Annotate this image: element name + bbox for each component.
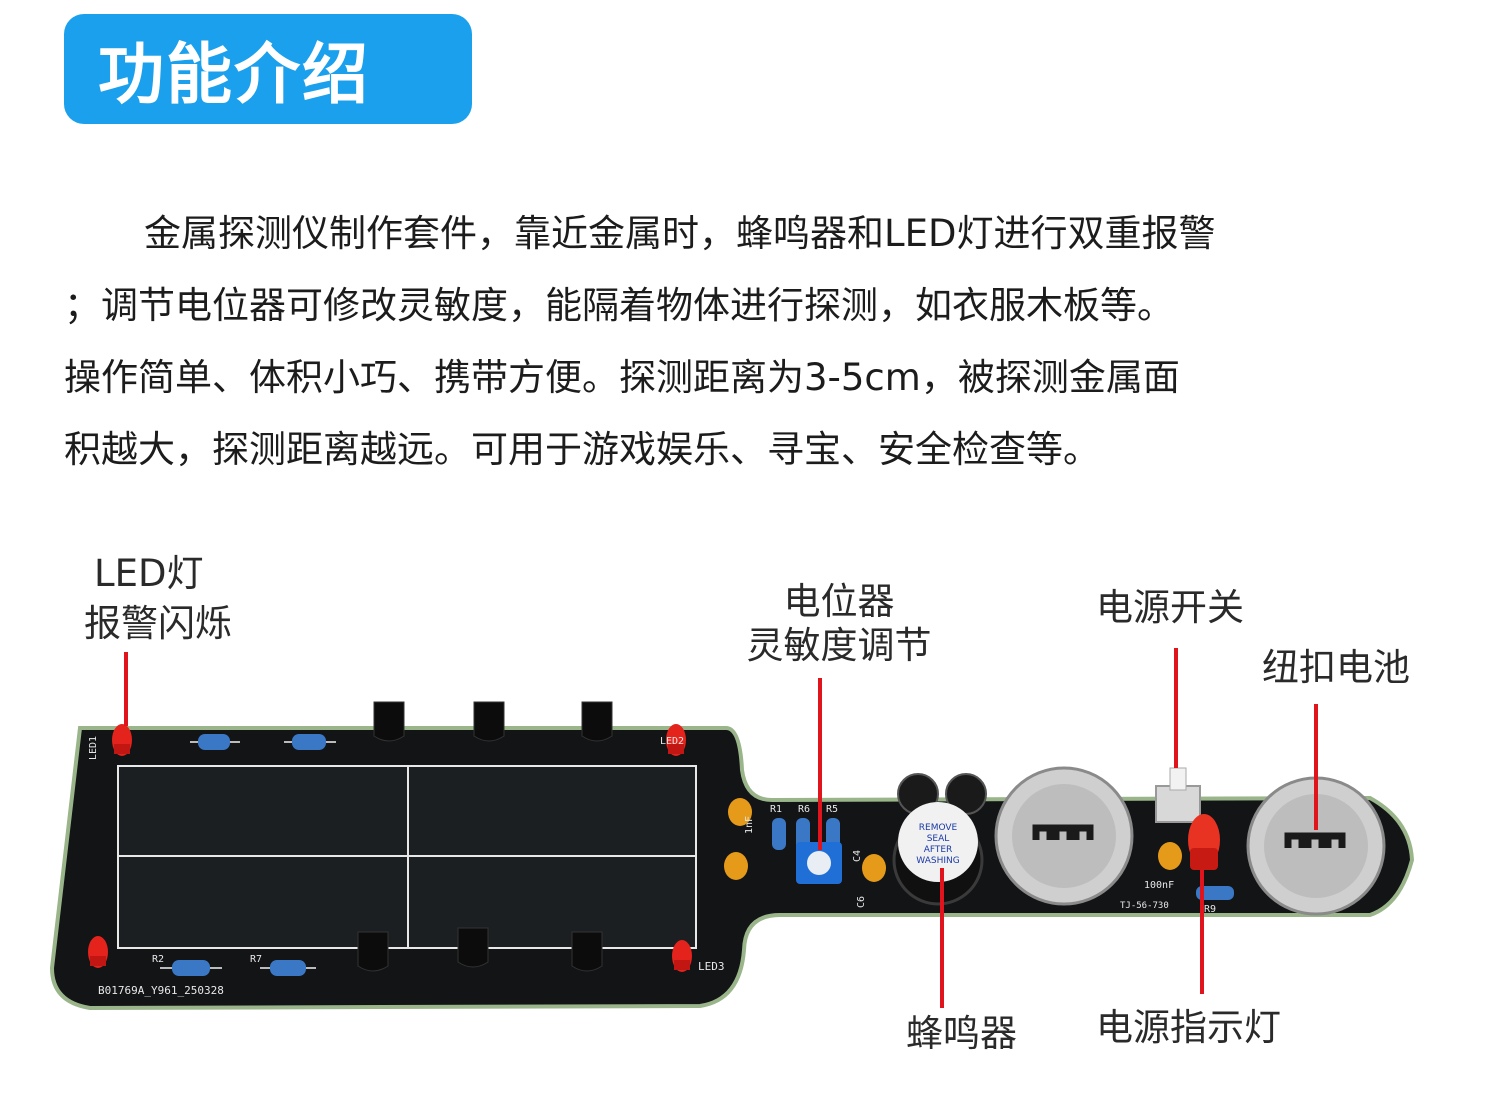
label-power-switch: 电源开关 [1096, 586, 1244, 629]
buzzer-seal-line: SEAL [927, 834, 950, 844]
silkscreen-r7: R7 [250, 954, 262, 965]
led-bottom-left [88, 936, 108, 968]
transistor-bottom-3 [571, 931, 603, 972]
silkscreen-cap-1nf: 1nF [744, 816, 755, 834]
intro-line: ；调节电位器可修改灵敏度，能隔着物体进行探测，如衣服木板等。 [64, 284, 1174, 327]
silkscreen-led3: LED3 [698, 960, 725, 973]
resistor-handle-4 [1196, 886, 1234, 900]
led-top-right [666, 724, 686, 756]
silkscreen-r6: R6 [798, 804, 810, 815]
pointer-led [124, 652, 128, 726]
silkscreen-c4: C4 [852, 850, 863, 862]
pointer-coin-battery [1314, 704, 1318, 830]
pointer-power-indicator [1200, 870, 1204, 994]
resistor-bottom-2 [260, 960, 316, 976]
silkscreen-board-id: B01769A_Y961_250328 [98, 984, 224, 997]
silkscreen-led1: LED1 [88, 736, 99, 760]
section-title: 功能介绍 [98, 36, 370, 113]
label-led-alarm-line1: LED灯 [94, 552, 204, 595]
resistor-top-1 [190, 734, 240, 750]
pointer-potentiometer [818, 678, 822, 850]
transistor-top-3 [581, 701, 613, 742]
transistor-top-2 [473, 701, 505, 742]
section-header: 功能介绍 [64, 14, 472, 124]
battery-holder-2 [1246, 776, 1386, 916]
buzzer-seal-line: WASHING [916, 856, 959, 866]
intro-line: 积越大，探测距离越远。可用于游戏娱乐、寻宝、安全检查等。 [64, 428, 1100, 471]
label-potentiometer-line2: 灵敏度调节 [746, 624, 932, 667]
resistor-handle-1 [772, 818, 786, 850]
silkscreen-led2: LED2 [660, 736, 684, 747]
label-led-alarm: LED灯 报警闪烁 [84, 552, 232, 646]
silkscreen-r5: R5 [826, 804, 838, 815]
silkscreen-cap-100nf: 100nF [1144, 880, 1174, 891]
label-power-indicator: 电源指示灯 [1096, 1006, 1281, 1049]
buzzer-seal-line: REMOVE [919, 823, 958, 833]
ceramic-cap-4 [1158, 842, 1182, 870]
intro-line: 操作简单、体积小巧、携带方便。探测距离为3-5cm，被探测金属面 [64, 356, 1180, 399]
buzzer-seal-line: AFTER [924, 845, 953, 855]
ceramic-cap-2 [724, 852, 748, 880]
intro-line: 金属探测仪制作套件，靠近金属时，蜂鸣器和LED灯进行双重报警 [144, 212, 1216, 255]
ceramic-cap-1 [728, 798, 752, 826]
transistor-bottom-1 [357, 931, 389, 972]
resistor-top-2 [284, 734, 336, 750]
ceramic-cap-3 [862, 854, 886, 882]
transistor-top-1 [373, 701, 405, 742]
silkscreen-r2: R2 [152, 954, 164, 965]
resistor-bottom-1 [160, 960, 222, 976]
transistor-bottom-2 [457, 927, 489, 968]
resistor-handle-3 [826, 818, 840, 848]
buzzer: REMOVE SEAL AFTER WASHING [892, 802, 984, 906]
label-coin-battery: 纽扣电池 [1262, 646, 1410, 689]
label-potentiometer: 电位器 灵敏度调节 [724, 580, 954, 668]
pointer-power-switch [1174, 648, 1178, 768]
led-top-left [112, 724, 132, 756]
intro-paragraph: 金属探测仪制作套件，靠近金属时，蜂鸣器和LED灯进行双重报警 ；调节电位器可修改… [64, 198, 1394, 486]
label-led-alarm-line2: 报警闪烁 [84, 602, 232, 645]
silkscreen-c6: C6 [856, 896, 867, 908]
silkscreen-switch-code: TJ-56-730 [1120, 901, 1169, 911]
potentiometer [796, 842, 842, 884]
label-potentiometer-line1: 电位器 [783, 580, 895, 623]
battery-holder-1 [994, 766, 1134, 906]
power-switch [1155, 767, 1201, 823]
led-bottom-right [672, 940, 692, 972]
silkscreen-r9: R9 [1204, 904, 1216, 915]
pointer-buzzer [940, 868, 944, 1008]
silkscreen-r1: R1 [770, 804, 782, 815]
label-buzzer: 蜂鸣器 [906, 1012, 1017, 1055]
power-led [1188, 814, 1220, 870]
